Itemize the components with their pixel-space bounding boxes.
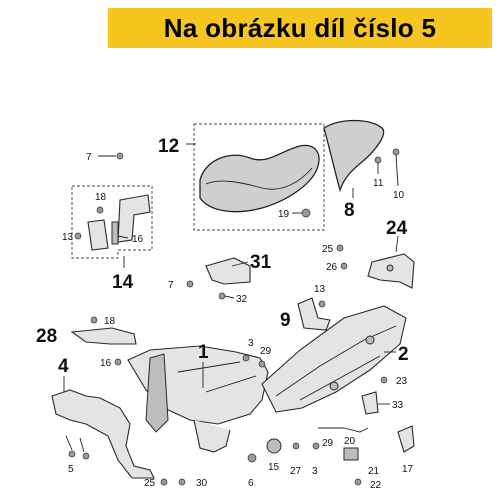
leader-10 xyxy=(395,154,399,187)
label-23: 23 xyxy=(396,376,408,387)
leader-32 xyxy=(224,295,235,299)
label-31: 31 xyxy=(250,252,272,273)
label-7b: 7 xyxy=(168,280,174,291)
label-25a: 25 xyxy=(322,244,334,255)
bolt-29-bottom xyxy=(312,442,320,450)
frame-lower-bracket xyxy=(193,419,231,453)
bolt-23 xyxy=(380,376,388,384)
bush-15 xyxy=(266,438,282,454)
latch-21 xyxy=(343,447,359,461)
leader-24 xyxy=(395,235,399,253)
label-14: 14 xyxy=(112,272,134,293)
frame-detail xyxy=(177,361,257,393)
leader-16 xyxy=(117,235,129,239)
bolt-16-left xyxy=(114,358,122,366)
label-20: 20 xyxy=(344,436,356,447)
bolt-13-hinge xyxy=(74,232,82,240)
part-number-banner: Na obrázku díl číslo 5 xyxy=(108,8,492,48)
label-22: 22 xyxy=(370,480,382,491)
bolt-30 xyxy=(178,478,186,486)
label-4: 4 xyxy=(58,356,69,377)
hinge-plate[interactable] xyxy=(87,219,109,251)
label-5: 5 xyxy=(68,464,74,475)
label-8: 8 xyxy=(344,200,355,221)
label-1: 1 xyxy=(198,342,209,363)
label-6: 6 xyxy=(248,478,254,489)
bolt-26 xyxy=(340,262,348,270)
bolt-10 xyxy=(392,148,400,156)
bolt-11 xyxy=(374,156,382,164)
bracket-31[interactable] xyxy=(205,257,251,285)
screw-5b xyxy=(82,452,90,460)
label-26: 26 xyxy=(326,262,338,273)
label-15: 15 xyxy=(268,462,280,473)
label-24: 24 xyxy=(386,218,408,239)
screws-5 xyxy=(65,435,85,453)
seat-seam xyxy=(205,167,313,190)
rear-cowl-8[interactable] xyxy=(323,119,385,193)
bolt-25-top xyxy=(336,244,344,252)
label-2: 2 xyxy=(398,344,409,365)
screw-5a xyxy=(68,450,76,458)
label-33: 33 xyxy=(392,400,404,411)
label-32: 32 xyxy=(236,294,248,305)
label-7a: 7 xyxy=(86,152,92,163)
hinge-group-box xyxy=(71,185,153,259)
seat[interactable] xyxy=(199,144,320,213)
banner-text: Na obrázku díl číslo 5 xyxy=(163,12,437,43)
label-29b: 29 xyxy=(322,438,334,449)
bracket-24-hole xyxy=(386,264,394,272)
label-19: 19 xyxy=(278,209,290,220)
label-30: 30 xyxy=(196,478,208,489)
washer-6 xyxy=(247,453,257,463)
label-16a: 16 xyxy=(132,234,144,245)
bolt-25-bottom xyxy=(160,478,168,486)
bolt-22 xyxy=(354,478,362,486)
seat-group-box xyxy=(193,123,325,231)
bolt-7-top xyxy=(116,152,124,160)
label-27: 27 xyxy=(290,466,302,477)
cable-20 xyxy=(318,427,369,433)
hook-17 xyxy=(397,425,415,453)
bolt-29-top xyxy=(258,360,266,368)
label-25b: 25 xyxy=(144,478,156,489)
label-17: 17 xyxy=(402,464,414,475)
subframe-2[interactable] xyxy=(261,305,407,413)
bracket-9[interactable] xyxy=(297,297,331,331)
clip-33 xyxy=(361,391,379,415)
bolt-3-top xyxy=(242,354,250,362)
label-18a: 18 xyxy=(95,192,107,203)
subframe-hole-a xyxy=(329,381,339,391)
label-3b: 3 xyxy=(312,466,318,477)
label-9: 9 xyxy=(280,310,291,331)
label-21: 21 xyxy=(368,466,380,477)
bolt-13-right xyxy=(318,300,326,308)
label-10: 10 xyxy=(393,190,405,201)
hinge-pin-16 xyxy=(111,221,119,245)
label-12: 12 xyxy=(158,136,179,157)
stand-4[interactable] xyxy=(51,389,155,479)
label-3a: 3 xyxy=(248,338,254,349)
bolt-18-hinge xyxy=(96,206,104,214)
label-11: 11 xyxy=(373,178,384,189)
bracket-28[interactable] xyxy=(70,327,137,345)
frame-upright xyxy=(145,353,169,433)
bolt-18-left xyxy=(90,316,98,324)
label-13b: 13 xyxy=(314,284,326,295)
bolt-27 xyxy=(292,442,300,450)
subframe-detail xyxy=(275,325,397,401)
label-29a: 29 xyxy=(260,346,272,357)
label-16b: 16 xyxy=(100,358,112,369)
seat-bolt-19 xyxy=(301,208,311,218)
subframe-hole-b xyxy=(365,335,375,345)
bolt-32 xyxy=(218,292,226,300)
leader-31 xyxy=(231,261,249,267)
label-28: 28 xyxy=(36,326,57,347)
label-18b: 18 xyxy=(104,316,116,327)
label-13a: 13 xyxy=(62,232,74,243)
bolt-7-lower xyxy=(186,280,194,288)
